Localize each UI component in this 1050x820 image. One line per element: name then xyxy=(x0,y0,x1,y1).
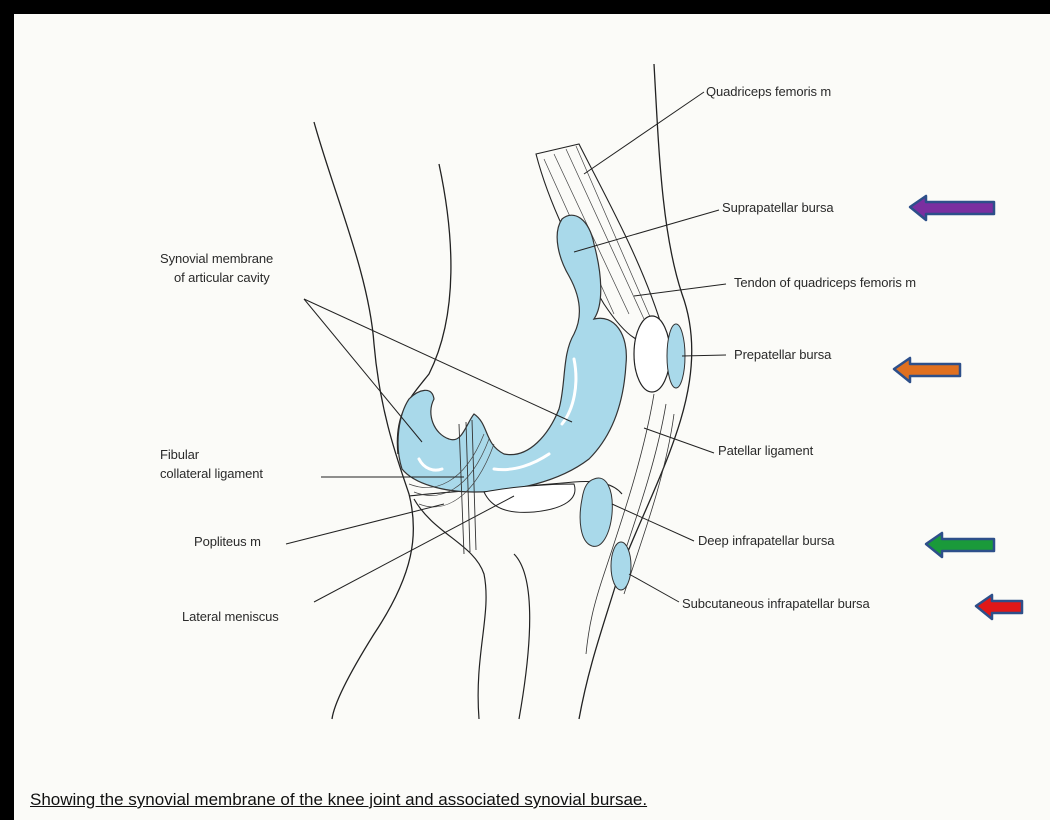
label-fibular-1: Fibular xyxy=(160,447,199,463)
posterior-outline xyxy=(314,122,413,719)
label-suprapatellar-bursa: Suprapatellar bursa xyxy=(722,200,834,216)
label-tendon-quadriceps: Tendon of quadriceps femoris m xyxy=(734,275,916,291)
arrow-suprapatellar xyxy=(910,196,994,220)
label-subcutaneous-infrapatellar-bursa: Subcutaneous infrapatellar bursa xyxy=(682,596,870,612)
label-patellar-ligament: Patellar ligament xyxy=(718,443,813,459)
diagram-canvas: Quadriceps femoris m Suprapatellar bursa… xyxy=(14,14,1050,820)
knee-anatomy-drawing xyxy=(14,14,1050,820)
label-deep-infrapatellar-bursa: Deep infrapatellar bursa xyxy=(698,533,834,549)
arrow-prepatellar xyxy=(894,358,960,382)
label-synovial-membrane-1: Synovial membrane xyxy=(160,251,273,267)
synovial-membrane xyxy=(398,215,626,492)
label-lateral-meniscus: Lateral meniscus xyxy=(182,609,279,625)
label-popliteus: Popliteus m xyxy=(194,534,261,550)
figure-caption: Showing the synovial membrane of the kne… xyxy=(30,790,647,810)
subcutaneous-infrapatellar-bursa xyxy=(611,542,631,590)
arrow-deep-infrapatellar xyxy=(926,533,994,557)
tibia-outline xyxy=(414,499,530,719)
patella xyxy=(634,316,670,392)
label-fibular-2: collateral ligament xyxy=(160,466,263,482)
deep-infrapatellar-bursa xyxy=(580,478,612,546)
label-quadriceps-femoris: Quadriceps femoris m xyxy=(706,84,831,100)
arrow-subcutaneous-infrapatellar xyxy=(976,595,1022,619)
label-prepatellar-bursa: Prepatellar bursa xyxy=(734,347,831,363)
quadriceps-muscle xyxy=(536,144,664,342)
label-synovial-membrane-2: of articular cavity xyxy=(174,270,270,286)
